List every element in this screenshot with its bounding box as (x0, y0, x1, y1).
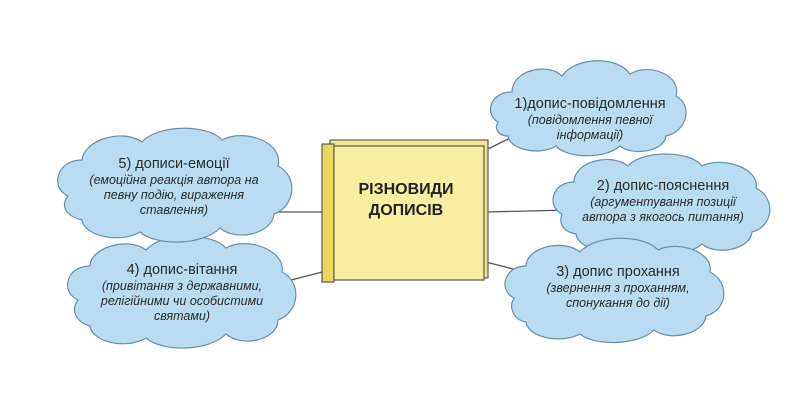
node-1-title: 1)допис-повідомлення (514, 96, 666, 112)
book-cover (333, 145, 485, 281)
node-5-title: 5) дописи-емоції (118, 156, 230, 172)
node-3-desc-line-2: спонукання до дії) (566, 295, 670, 310)
node-4-title: 4) допис-вітання (126, 262, 238, 278)
node-5-text: 5) дописи-емоції (емоційна реакція автор… (70, 156, 278, 217)
node-2-text: 2) допис-пояснення (аргументування позиц… (568, 178, 758, 225)
node-3-text: 3) допис прохання (звернення з проханням… (520, 264, 716, 311)
node-4-text: 4) допис-вітання (привітання з державним… (84, 262, 280, 323)
node-5-desc-line-1: (емоційна реакція автора на (89, 173, 259, 188)
book-spine (321, 143, 335, 283)
node-1-text: 1)допис-повідомлення (повідомлення певно… (506, 96, 674, 143)
node-2-desc-line-1: (аргументування позиції (590, 195, 736, 210)
central-book-shape (321, 139, 489, 283)
node-4-desc-line-3: святами) (153, 308, 211, 323)
node-4-desc-line-1: (привітання з державними, (101, 279, 263, 294)
center-title-line-2: ДОПИСІВ (368, 201, 444, 219)
cloud-shape-node-1 (489, 60, 687, 157)
node-1-desc-line-2: інформації) (556, 127, 624, 142)
node-5-desc-line-2: певну подію, вираження (103, 187, 245, 202)
node-1-desc-line-1: (повідомлення певної (527, 113, 653, 128)
center-title-line-1: РІЗНОВИДИ (358, 181, 454, 198)
node-3-title: 3) допис прохання (556, 264, 680, 280)
node-2-desc-line-2: автора з якогось питання) (582, 209, 744, 224)
node-3-desc-line-1: (звернення з проханням, (546, 281, 690, 296)
cloud-shape-node-3 (504, 237, 725, 344)
connector-node-2 (485, 209, 569, 213)
node-5-desc-line-3: ставлення) (139, 202, 209, 217)
center-title: РІЗНОВИДИ ДОПИСІВ (346, 180, 466, 222)
node-2-title: 2) допис-пояснення (596, 178, 730, 194)
node-4-desc-line-2: релігійними чи особистими (100, 293, 264, 308)
cloud-shape-node-5 (57, 127, 293, 243)
cloud-shape-node-4 (67, 235, 297, 349)
